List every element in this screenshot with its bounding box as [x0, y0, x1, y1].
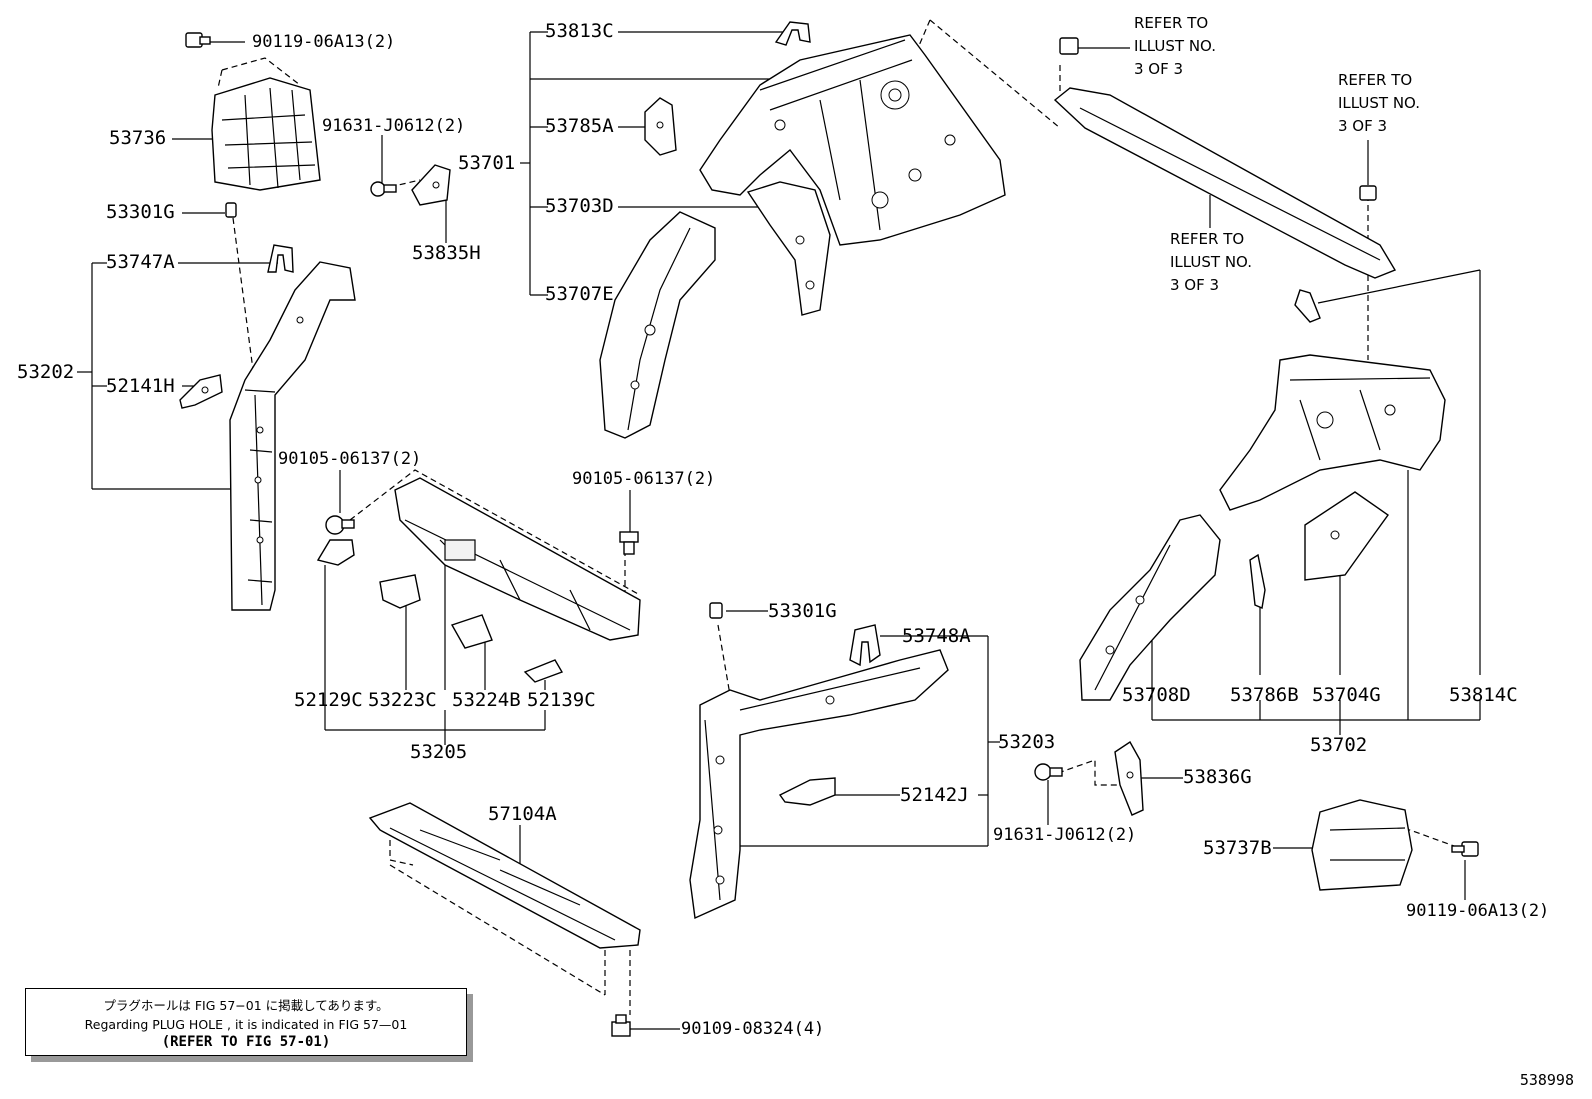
label-53224B: 53224B — [452, 689, 521, 711]
label-53707E: 53707E — [545, 283, 614, 305]
label-53704G: 53704G — [1312, 684, 1381, 706]
label-53814C: 53814C — [1449, 684, 1518, 706]
refer-line: ILLUST NO. — [1170, 253, 1253, 271]
part-53223C-bracket — [379, 574, 421, 609]
label-53813C: 53813C — [545, 20, 614, 42]
label-52142J: 52142J — [900, 784, 969, 806]
label-91631-J0612-top: 91631-J0612(2) — [322, 116, 466, 136]
label-90105-06137-left: 90105-06137(2) — [278, 449, 422, 469]
label-53301G-top: 53301G — [106, 201, 175, 223]
plug-53301G-mid — [709, 602, 723, 619]
part-53736-liner — [211, 77, 321, 191]
refer-line: REFER TO — [1338, 71, 1413, 89]
bolt-90105-right — [619, 531, 639, 555]
diagram-id: 538998 — [1519, 1071, 1574, 1089]
refer-note-mid-right: REFER TO ILLUST NO. 3 OF 3 — [1170, 228, 1252, 297]
part-52142J-bracket — [778, 777, 836, 806]
label-53702: 53702 — [1310, 734, 1368, 756]
label-53701: 53701 — [458, 152, 516, 174]
label-53786B: 53786B — [1230, 684, 1299, 706]
note-reference: (REFER TO FIG 57-01) — [161, 1034, 331, 1050]
label-53835H: 53835H — [412, 242, 481, 264]
bolt-90109 — [611, 1014, 631, 1037]
bolt-91631-top — [370, 181, 397, 197]
part-53202-apron-left — [229, 261, 356, 611]
label-52139C: 52139C — [527, 689, 596, 711]
part-53814C-clip — [1294, 289, 1321, 323]
part-53747A-clip — [267, 244, 294, 273]
part-53708D-apron — [1079, 514, 1221, 701]
plug-53301G-top — [225, 202, 237, 218]
nut-top-right — [1059, 37, 1079, 55]
part-53701-housing — [699, 34, 1006, 246]
label-53205: 53205 — [410, 741, 468, 763]
label-53748A: 53748A — [902, 625, 971, 647]
label-53203: 53203 — [998, 731, 1056, 753]
part-52129C-bracket — [316, 539, 355, 566]
refer-line: ILLUST NO. — [1134, 37, 1217, 55]
refer-line: ILLUST NO. — [1338, 94, 1421, 112]
label-53747A: 53747A — [106, 251, 175, 273]
label-90119-06A13-bottom: 90119-06A13(2) — [1406, 901, 1550, 921]
part-53203-apron-right — [689, 649, 949, 920]
label-53836G: 53836G — [1183, 766, 1252, 788]
part-52141H-bracket — [179, 374, 223, 409]
label-53202: 53202 — [17, 361, 75, 383]
label-53301G-mid: 53301G — [768, 600, 837, 622]
bolt-90119-top — [185, 32, 211, 48]
label-53737B: 53737B — [1203, 837, 1272, 859]
refer-line: REFER TO — [1134, 14, 1209, 32]
part-53703D-reinforcement — [746, 181, 831, 316]
label-90119-06A13-top: 90119-06A13(2) — [252, 32, 396, 52]
note-japanese: プラグホールは FIG 57−01 に掲載してあります。 — [103, 998, 389, 1013]
nut-right — [1359, 185, 1377, 201]
label-52141H: 52141H — [106, 375, 175, 397]
label-53785A: 53785A — [545, 115, 614, 137]
label-53223C: 53223C — [368, 689, 437, 711]
part-57104A-crossmember — [368, 802, 641, 949]
label-53703D: 53703D — [545, 195, 614, 217]
label-57104A: 57104A — [488, 803, 557, 825]
part-53835H-bracket — [411, 164, 451, 206]
part-53814C-rail — [1053, 87, 1397, 279]
refer-note-top-right-2: REFER TO ILLUST NO. 3 OF 3 — [1338, 69, 1420, 138]
refer-line: 3 OF 3 — [1338, 117, 1388, 135]
part-53748A-clip — [849, 624, 881, 667]
label-52129C: 52129C — [294, 689, 363, 711]
part-53702-housing — [1219, 354, 1446, 511]
label-91631-J0612-bottom: 91631-J0612(2) — [993, 825, 1137, 845]
bolt-90119-bottom — [1451, 841, 1479, 857]
label-90105-06137-right: 90105-06137(2) — [572, 469, 716, 489]
part-53836G-bracket — [1114, 740, 1144, 816]
label-53708D: 53708D — [1122, 684, 1191, 706]
refer-line: 3 OF 3 — [1170, 276, 1220, 294]
label-90109-08324: 90109-08324(4) — [681, 1019, 825, 1039]
bolt-90105-left — [325, 515, 355, 535]
refer-line: 3 OF 3 — [1134, 60, 1184, 78]
refer-line: REFER TO — [1170, 230, 1245, 248]
part-53205-crossmember — [394, 477, 641, 641]
bolt-91631-bottom — [1034, 763, 1063, 781]
part-53224B-bracket — [450, 614, 493, 649]
note-english: Regarding PLUG HOLE , it is indicated in… — [84, 1017, 408, 1032]
label-53736: 53736 — [109, 127, 167, 149]
part-52139C-bracket — [523, 659, 564, 683]
part-53813C-bracket — [774, 21, 811, 46]
refer-note-top-right-1: REFER TO ILLUST NO. 3 OF 3 — [1134, 12, 1216, 81]
part-53786B-bracket — [1249, 553, 1266, 609]
plug-hole-note-box: プラグホールは FIG 57−01 に掲載してあります。 Regarding P… — [25, 988, 467, 1056]
part-53785A-bracket — [644, 97, 677, 156]
part-53737B-liner — [1311, 799, 1413, 891]
part-53707E-apron-extension — [599, 211, 716, 439]
part-53704G-bracket — [1304, 491, 1389, 581]
